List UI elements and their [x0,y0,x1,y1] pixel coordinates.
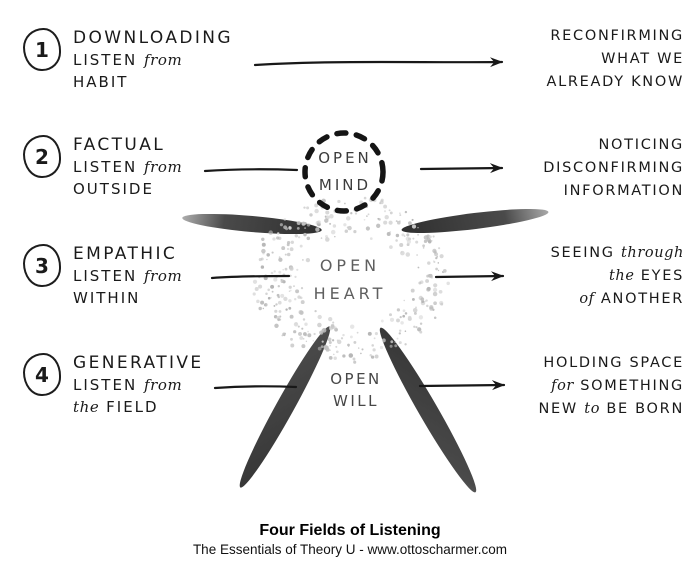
arrow-row1 [253,57,504,68]
listening-row-3: 3 EMPATHIC LISTEN from WITHIN [23,243,182,309]
open-heart-line2: HEART [313,284,387,303]
arrow-row4-right [418,380,506,391]
text-segment: HOLDING SPACE [543,355,684,371]
text-segment-italic: the [73,398,100,416]
arrow-row4-left [213,385,298,390]
text-segment-italic: through [621,245,684,261]
open-will-line1: OPEN [330,370,382,388]
text-segment-italic: the [608,268,635,284]
row-title: FACTUAL [73,135,166,155]
open-mind-line1: OPEN [318,149,372,167]
text-segment-italic: from [143,51,183,69]
level-1-badge: 1 [23,28,61,71]
text-segment: LISTEN [73,51,144,69]
listen-source-line: OUTSIDE [73,178,182,200]
text-segment: SEEING [550,245,621,261]
outcome-row-4: HOLDING SPACE for SOMETHING NEW to BE BO… [539,352,685,421]
text-segment: HABIT [73,73,129,91]
diagram-title: Four Fields of Listening [259,522,441,539]
open-heart-label: OPEN HEART [280,252,420,308]
outcome-line: INFORMATION [543,180,684,203]
text-segment: FIELD [99,398,159,416]
arrow-row2-left [203,168,299,173]
text-segment: LISTEN [73,267,144,285]
listening-row-2-text: FACTUAL LISTEN from OUTSIDE [73,134,182,200]
outcome-line: RECONFIRMING [547,25,685,48]
text-segment: NOTICING [598,137,684,153]
text-segment-italic: for [551,378,574,394]
text-segment-italic: from [143,158,183,176]
diagram-source: The Essentials of Theory U - www.ottosch… [192,542,508,557]
outcome-line: SEEING through [551,242,684,265]
level-number: 4 [35,362,49,387]
listen-source-line: HABIT [73,71,233,93]
text-segment: LISTEN [73,158,144,176]
listening-row-4: 4 GENERATIVE LISTEN from the FIELD [23,352,204,418]
outcome-line: HOLDING SPACE [539,352,685,375]
level-number: 1 [35,37,49,62]
arrow-row2-right [419,163,504,174]
figure-arm-left [182,213,322,235]
open-will-label: OPEN WILL [306,368,406,412]
text-segment: NEW [538,401,585,417]
outcome-line: of ANOTHER [551,288,684,311]
listen-from-line: LISTEN from [73,156,182,178]
listen-source-line: the FIELD [73,396,204,418]
listen-source-line: WITHIN [73,287,182,309]
arrow-row3-left [210,274,291,280]
text-segment: WITHIN [73,289,141,307]
arrow-row3-right [434,271,505,282]
outcome-line: NEW to BE BORN [539,398,685,421]
text-segment-italic: from [143,267,183,285]
text-segment: RECONFIRMING [550,28,684,44]
row-title: DOWNLOADING [73,28,233,48]
caption: Four Fields of Listening The Essentials … [0,522,700,557]
outcome-line: NOTICING [543,134,684,157]
level-number: 2 [35,144,49,169]
outcome-line: WHAT WE [547,48,685,71]
open-heart-line1: OPEN [319,256,381,275]
text-segment-italic: from [143,376,183,394]
text-segment: BE BORN [600,401,684,417]
level-4-badge: 4 [23,353,61,396]
text-segment: SOMETHING [573,378,684,394]
listen-from-line: LISTEN from [73,265,182,287]
text-segment: INFORMATION [563,183,684,199]
text-segment-italic: to [584,401,601,417]
listening-row-1-text: DOWNLOADING LISTEN from HABIT [73,27,233,93]
listen-from-line: LISTEN from [73,374,204,396]
listening-row-4-text: GENERATIVE LISTEN from the FIELD [73,352,204,418]
figure-arm-right [401,208,549,234]
open-mind-line2: MIND [318,176,372,194]
outcome-line: ALREADY KNOW [547,71,685,94]
text-segment: ALREADY KNOW [546,74,684,90]
open-mind-label: OPEN MIND [294,145,396,199]
open-will-line2: WILL [333,392,379,410]
outcome-row-1: RECONFIRMING WHAT WE ALREADY KNOW [547,25,685,94]
listen-from-line: LISTEN from [73,49,233,71]
listening-row-1: 1 DOWNLOADING LISTEN from HABIT [23,27,233,93]
outcome-line: for SOMETHING [539,375,685,398]
level-2-badge: 2 [23,135,61,178]
text-segment: ANOTHER [594,291,684,307]
text-segment: WHAT WE [601,51,684,67]
text-segment: EYES [634,268,684,284]
text-segment: DISCONFIRMING [543,160,684,176]
row-title: GENERATIVE [73,353,204,373]
outcome-row-3: SEEING through the EYES of ANOTHER [551,242,684,311]
outcome-row-2: NOTICING DISCONFIRMING INFORMATION [543,134,684,203]
text-segment-italic: of [579,291,595,307]
text-segment: OUTSIDE [73,180,154,198]
row-title: EMPATHIC [73,244,178,264]
outcome-line: the EYES [551,265,684,288]
outcome-line: DISCONFIRMING [543,157,684,180]
text-segment: LISTEN [73,376,144,394]
level-number: 3 [35,253,49,278]
listening-row-2: 2 FACTUAL LISTEN from OUTSIDE [23,134,182,200]
listening-row-3-text: EMPATHIC LISTEN from WITHIN [73,243,182,309]
level-3-badge: 3 [23,244,61,287]
